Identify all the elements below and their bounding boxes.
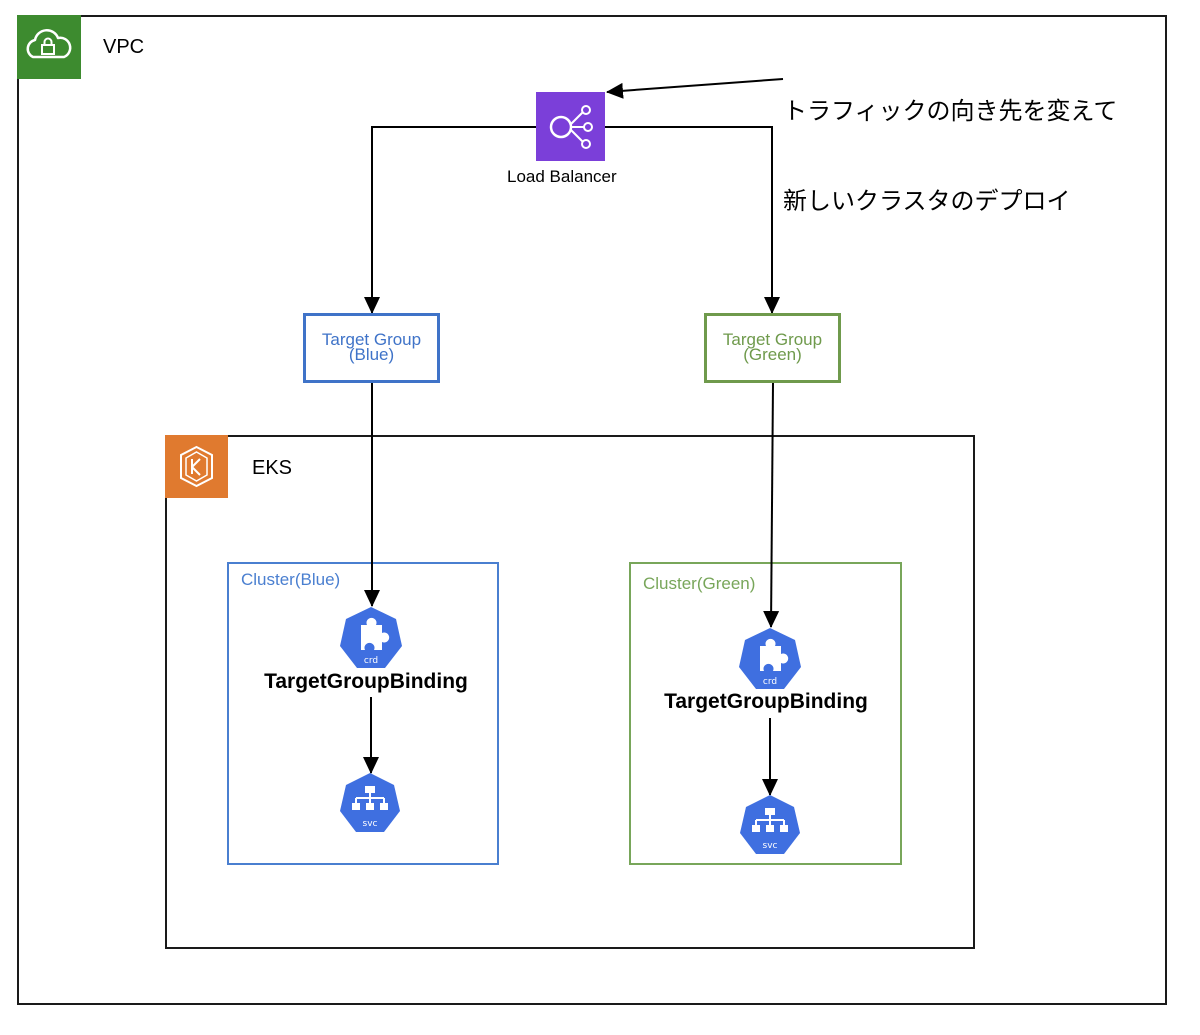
svg-text:crd: crd xyxy=(364,656,378,666)
elastic-load-balancer-icon xyxy=(536,92,605,161)
target-group-green-color: (Green) xyxy=(743,345,802,364)
load-balancer-label: Load Balancer xyxy=(507,167,617,186)
cluster-green-label: Cluster(Green) xyxy=(643,574,756,593)
crd-icon: crd xyxy=(739,628,801,689)
svg-text:svc: svc xyxy=(363,819,378,829)
target-group-binding-blue-label: TargetGroupBinding xyxy=(264,670,468,693)
cluster-green-group xyxy=(629,562,902,865)
vpc-label: VPC xyxy=(103,36,145,58)
target-group-binding-green-label: TargetGroupBinding xyxy=(664,690,868,713)
svc-icon: svc xyxy=(340,773,400,832)
annotation-line-1: トラフィックの向き先を変えて xyxy=(783,97,1118,125)
target-group-green: Target Group (Green) xyxy=(704,313,841,383)
eks-kubernetes-icon xyxy=(165,435,228,498)
svg-text:svc: svc xyxy=(763,841,778,851)
vpc-group xyxy=(17,15,1167,1005)
annotation-note: トラフィックの向き先を変えて 新しいクラスタのデプロイ xyxy=(783,36,1117,246)
arrow-lb-to-tg-green xyxy=(605,126,780,314)
svc-icon: svc xyxy=(740,795,800,854)
vpc-cloud-lock-icon xyxy=(17,15,81,79)
svg-text:crd: crd xyxy=(763,677,777,687)
cluster-blue-group xyxy=(227,562,499,865)
arrow-annotation-to-lb xyxy=(606,78,784,99)
cluster-blue-label: Cluster(Blue) xyxy=(241,570,341,589)
target-group-blue: Target Group (Blue) xyxy=(303,313,440,383)
arrow-lb-to-tg-blue xyxy=(364,126,536,314)
target-group-blue-color: (Blue) xyxy=(348,345,395,364)
target-group-blue-title: Target Group xyxy=(321,330,422,349)
annotation-line-2: 新しいクラスタのデプロイ xyxy=(783,187,1071,215)
arrow-tg-green-to-binding xyxy=(763,382,780,628)
eks-group xyxy=(165,435,975,949)
crd-icon: crd xyxy=(340,607,402,668)
target-group-green-title: Target Group xyxy=(722,330,823,349)
eks-label: EKS xyxy=(252,457,293,479)
